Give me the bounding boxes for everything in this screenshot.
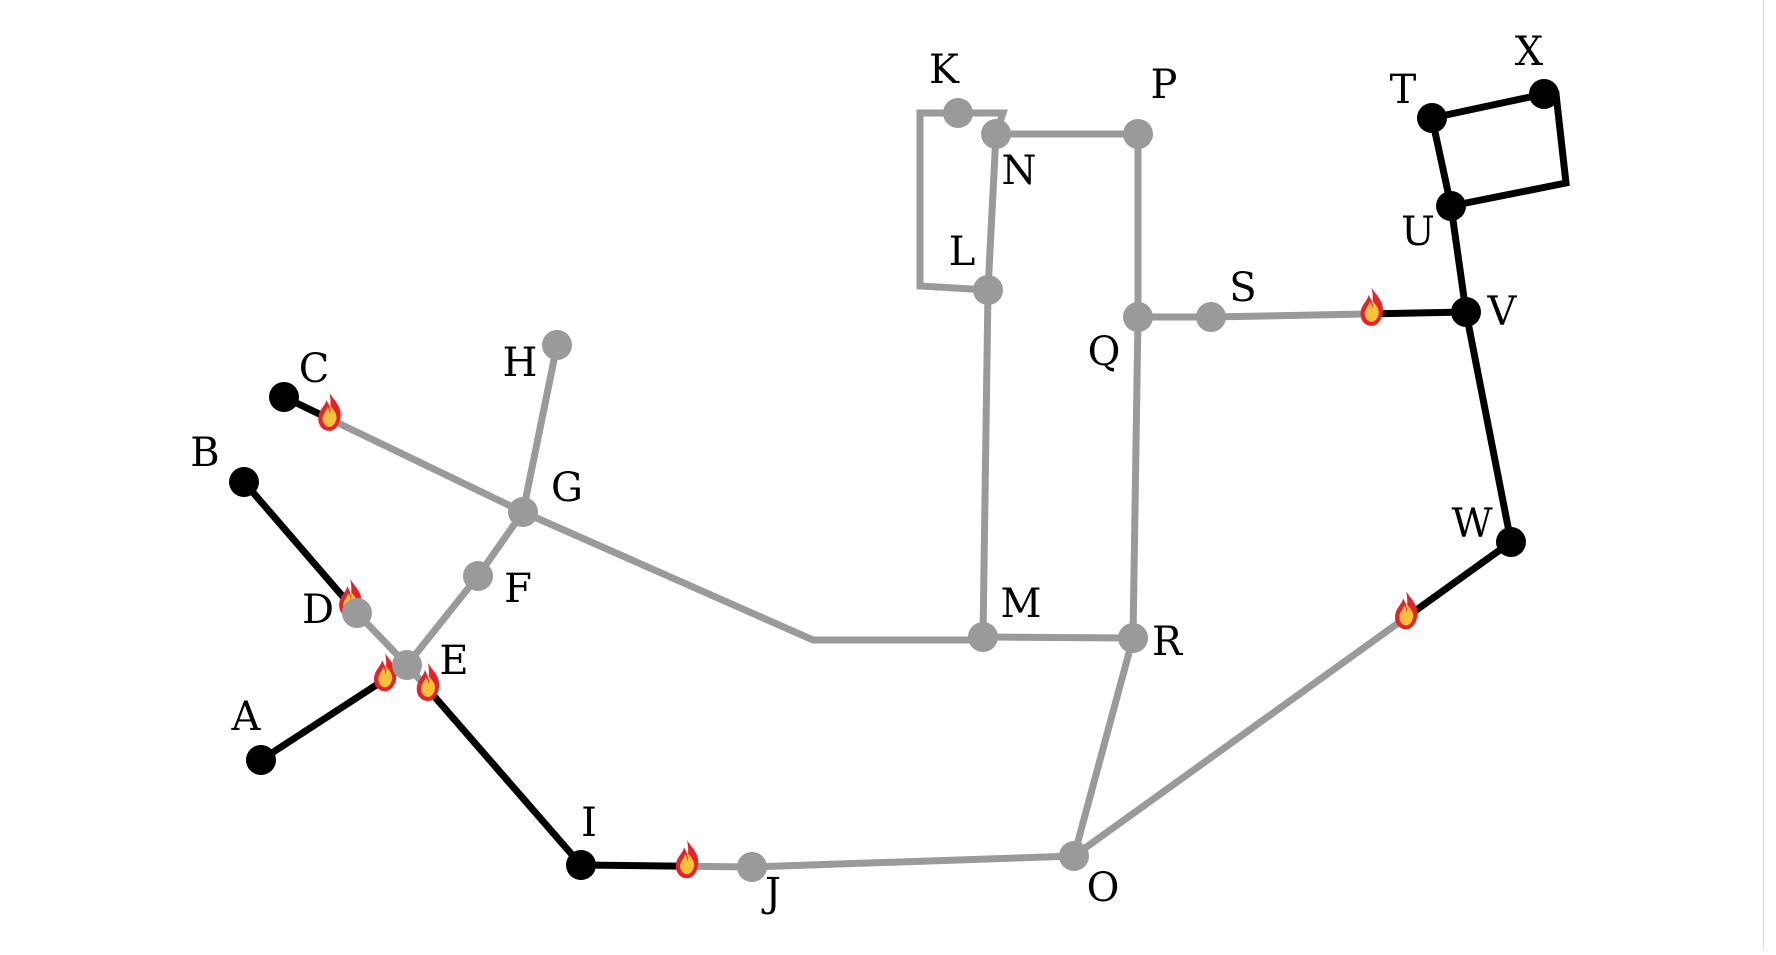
node-label-x: X [1515,29,1544,75]
node-j [737,852,767,882]
node-label-t: T [1390,67,1417,113]
node-s [1196,302,1226,332]
node-m [968,622,998,652]
labels-layer: A B C D EF G H I J K L M N O P Q R S T U V W X [190,29,1543,916]
edge-c-g-unburnt [327,415,525,516]
node-g [508,497,538,527]
node-label-o: O [1087,865,1120,911]
node-label-d: D [302,587,334,633]
node-t [1417,103,1447,133]
node-label-m: M [1001,581,1042,627]
node-label-q: Q [1088,329,1121,375]
node-q [1123,302,1153,332]
edge-o-w-burnt [1404,539,1514,621]
node-label-e: E [439,638,468,684]
node-a [246,745,276,775]
edge-q-r [1129,316,1142,639]
node-o [1059,841,1089,871]
node-label-u: U [1401,209,1435,255]
node-n [981,119,1011,149]
node-label-n: N [1002,148,1037,194]
edge-t-x [1431,90,1545,122]
node-u [1436,191,1466,221]
flame-icon-s-v [1360,287,1383,326]
node-e [392,650,422,680]
node-label-a: A [231,694,262,740]
edge-i-j-burnt [580,861,688,870]
node-label-k: K [929,47,960,93]
node-d [342,598,372,628]
node-c [269,382,299,412]
node-label-g: G [551,465,583,511]
edge-g-h [519,344,561,513]
node-label-c: C [299,346,330,392]
node-r [1118,623,1148,653]
node-label-p: P [1151,62,1178,108]
node-label-v: V [1487,289,1518,335]
edge-s-v-unburnt [1210,310,1372,321]
edge-g-m [521,508,983,644]
flame-icon-c-g [318,392,341,431]
node-l [973,275,1003,305]
edge-k-l [916,109,989,294]
edge-e-i-burnt [425,686,584,868]
nodes-layer [229,79,1559,882]
flame-icon-e-i [416,663,440,701]
edge-l-m [979,289,992,638]
node-h [542,330,572,360]
node-label-s: S [1229,265,1256,311]
node-label-j: J [761,870,781,916]
node-label-r: R [1152,619,1184,665]
edge-u-v [1447,205,1470,313]
edge-j-o [751,852,1075,871]
edge-e-f [404,573,481,668]
flame-icon-o-w [1394,591,1418,630]
node-k [943,98,973,128]
node-label-b: B [190,430,219,476]
node-label-h: H [503,340,538,386]
edge-o-w-unburnt [1071,614,1409,859]
edge-b-d-burnt [241,479,353,608]
edge-t-u [1428,117,1455,207]
node-x [1529,79,1559,109]
edge-r-o [1070,637,1137,857]
edge-v-w [1462,311,1515,543]
node-w [1496,527,1526,557]
node-i [566,850,596,880]
node-label-w: W [1451,501,1492,547]
right-border [1763,0,1776,950]
flame-icon-i-j [675,840,699,879]
edge-s-v-burnt [1371,308,1467,318]
node-p [1123,119,1153,149]
node-f [463,561,493,591]
edge-m-r [982,633,1134,642]
node-b [229,467,259,497]
node-label-f: F [504,566,532,612]
edge-a-e-burnt [259,676,388,763]
node-label-l: L [949,229,976,275]
edges-layer [241,90,1570,871]
flame-icon-a-e [373,653,397,692]
node-v [1451,297,1481,327]
edge-n-l [984,133,1000,291]
node-label-i: I [581,800,597,846]
